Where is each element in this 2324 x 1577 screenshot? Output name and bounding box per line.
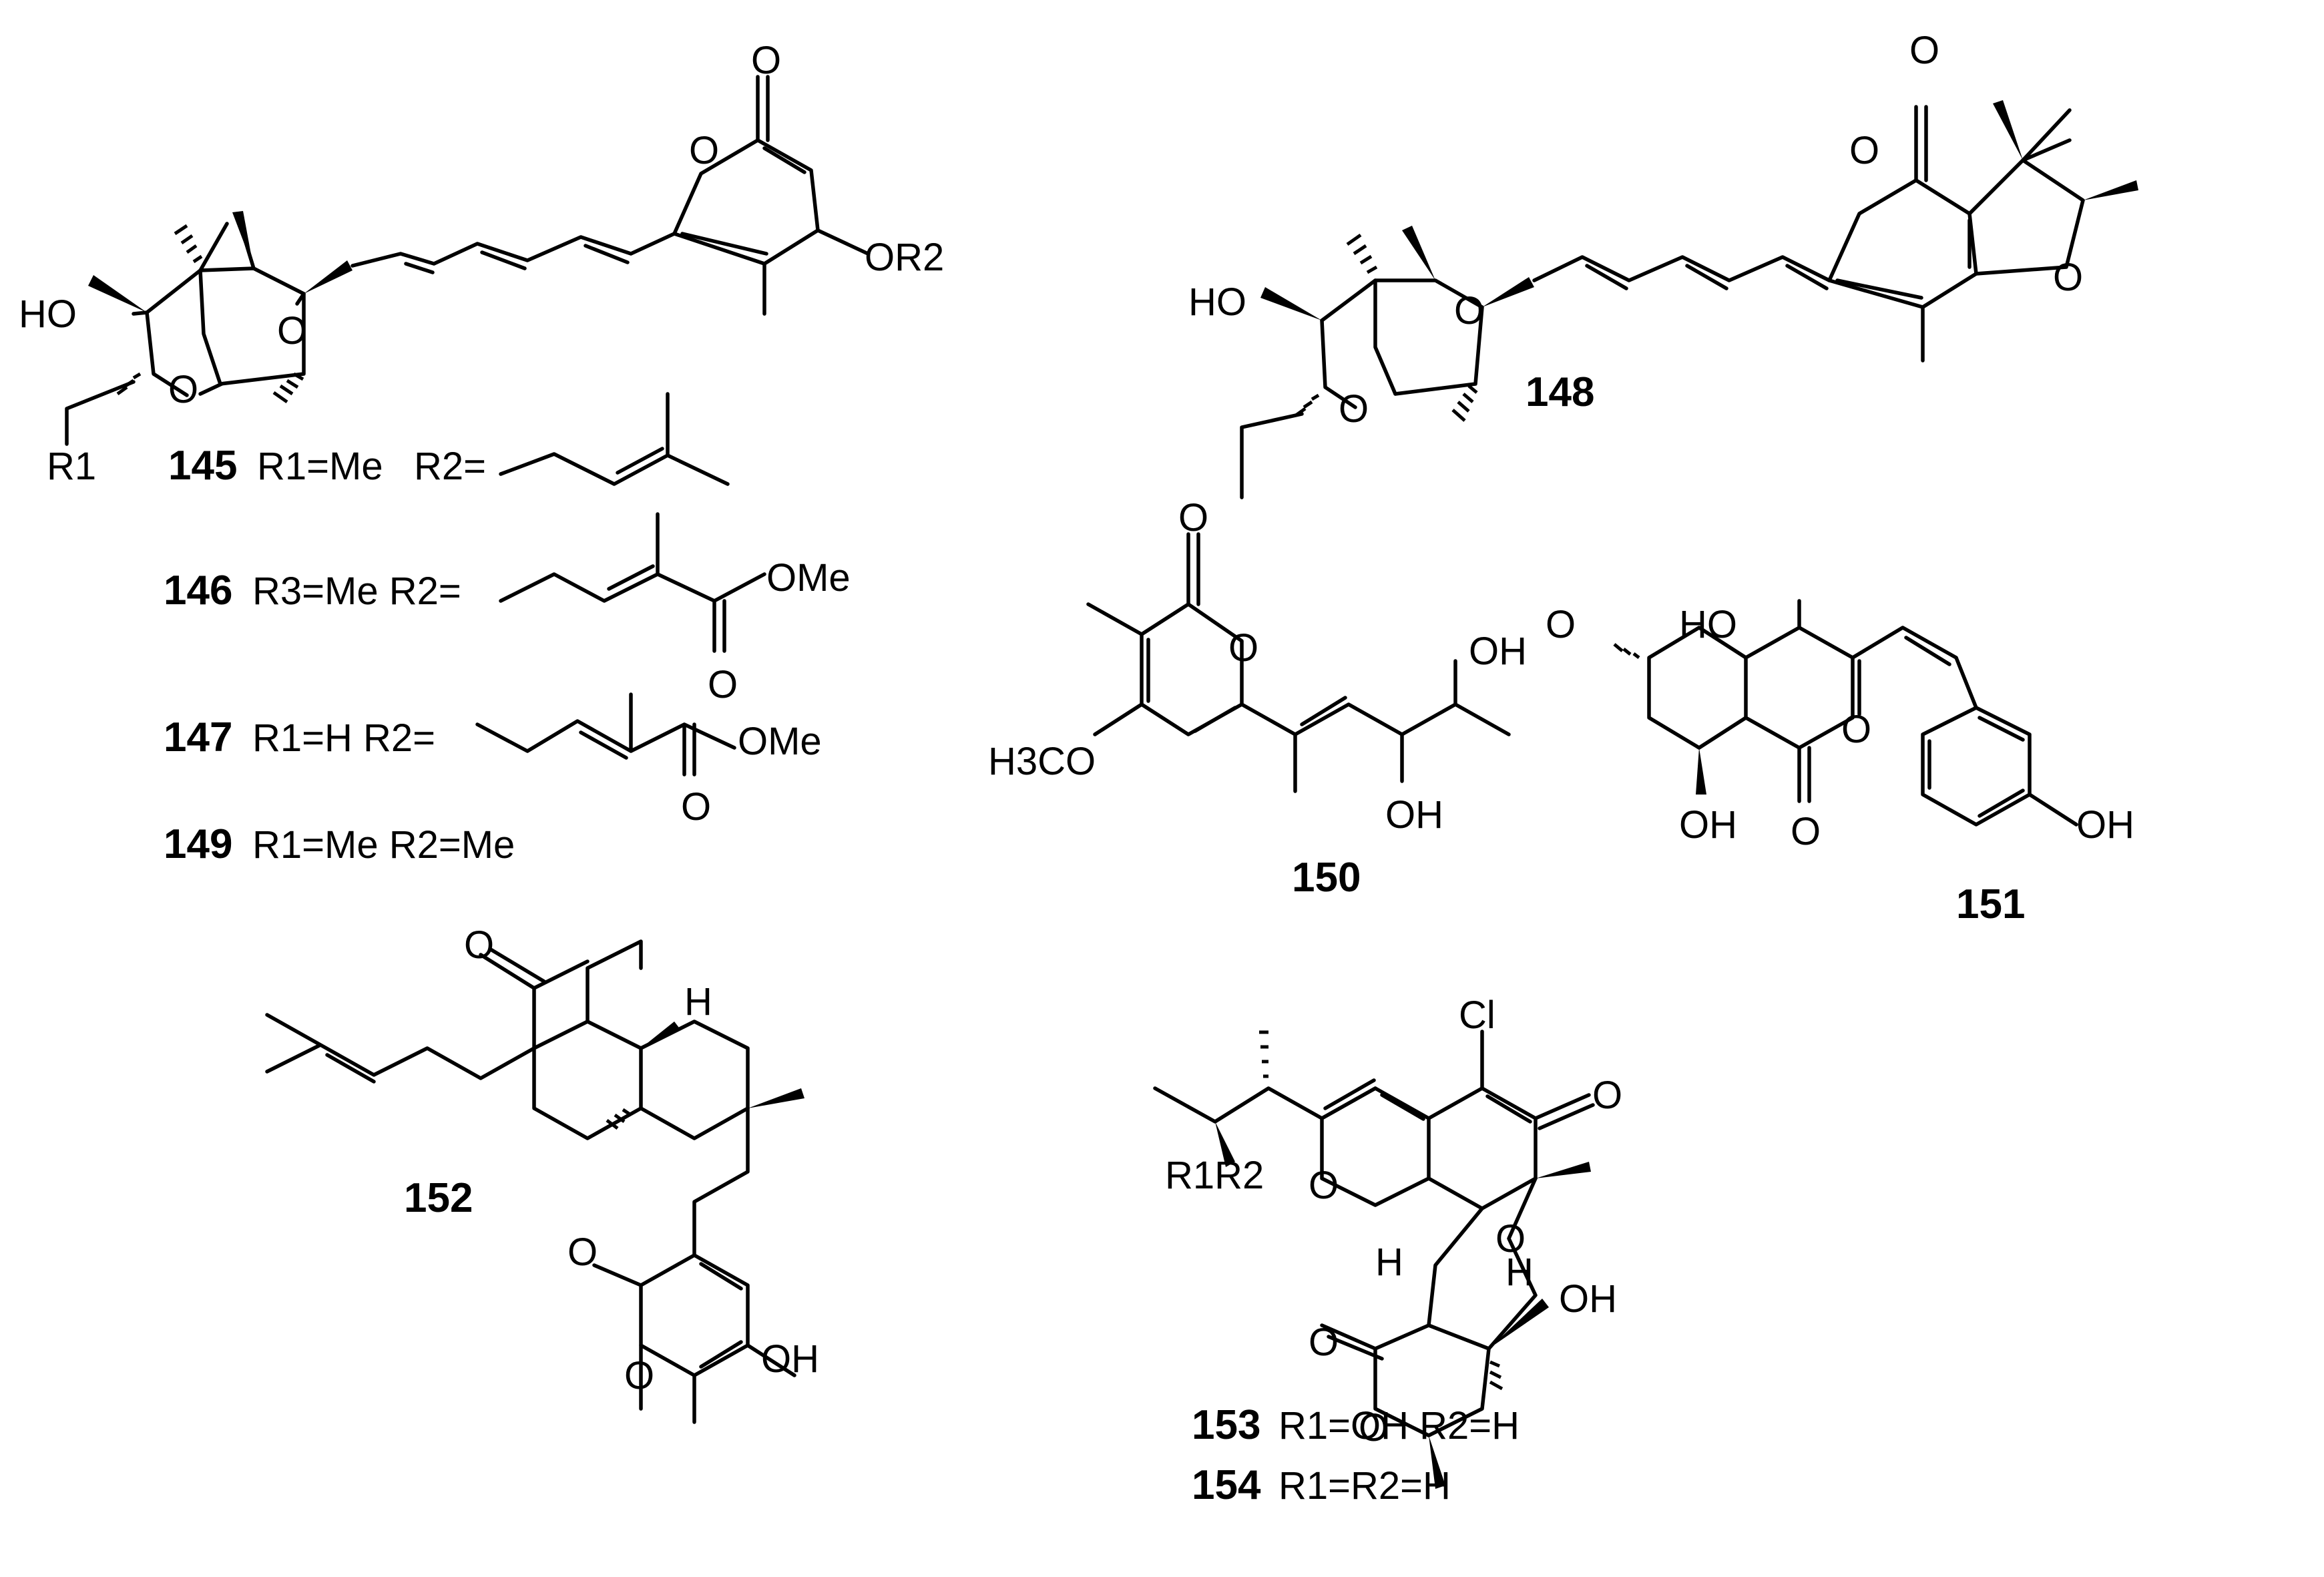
atom-o-carbonyl: O: [751, 39, 781, 82]
atom-o-carbonyl: O: [708, 663, 738, 706]
atom-o: O: [1495, 1217, 1526, 1261]
atom-oh: OH: [1385, 793, 1443, 837]
atom-methoxy: H3CO: [988, 740, 1096, 783]
structure-145: HO O O O O OR2 R1 145 R1=Me R2=: [19, 39, 944, 489]
atom-oh: OH: [1469, 630, 1527, 673]
substituent-label: R2=: [414, 445, 486, 488]
structure-148: HO O O O O O 148: [1188, 29, 2138, 499]
atom-o: O: [1454, 289, 1484, 332]
atom-o-ketone: O: [1592, 1074, 1622, 1117]
compound-number: 149: [164, 821, 232, 867]
atom-h: H: [1505, 1251, 1534, 1294]
structure-146: 146 R3=Me R2= OMe O: [164, 512, 851, 706]
atom-oh: OH: [1559, 1277, 1617, 1321]
atom-o: O: [168, 368, 198, 411]
structure-147: 147 R1=H R2= OMe O: [164, 692, 822, 829]
compound-number: 145: [168, 443, 237, 489]
structure-151: HO O O O OH OH 151: [1546, 599, 2134, 927]
atom-oh: OH: [1679, 803, 1737, 847]
atom-o-carbonyl: O: [1178, 496, 1208, 539]
atom-cl: Cl: [1459, 993, 1495, 1037]
atom-oh: OH: [761, 1337, 819, 1381]
atom-o: O: [1359, 1406, 1389, 1449]
structure-152: O H O O OH 152: [265, 923, 819, 1424]
atom-ome: OMe: [738, 720, 822, 763]
atom-r1: R1: [47, 445, 96, 488]
atom-o: O: [1849, 129, 1879, 172]
substituent-label: R1=OH R2=H: [1279, 1404, 1520, 1447]
atom-o-carbonyl: O: [567, 1230, 598, 1274]
atom-ho: HO: [1188, 280, 1246, 324]
atom-ho: HO: [1679, 603, 1737, 646]
structure-149: 149 R1=Me R2=Me: [164, 821, 515, 867]
substituent-label: R1=R2=H: [1279, 1464, 1451, 1508]
atom-o: O: [1339, 387, 1369, 431]
atom-ho: HO: [19, 292, 77, 336]
atom-ome: OMe: [766, 556, 851, 600]
atom-o-carbonyl: O: [1791, 810, 1821, 853]
atom-oh: OH: [2076, 803, 2134, 847]
substituent-label: R1=Me R2=Me: [252, 823, 515, 867]
atom-r1r2: R1R2: [1165, 1154, 1264, 1197]
compound-number: 147: [164, 714, 232, 760]
atom-h: H: [684, 980, 712, 1024]
atom-o: O: [624, 1354, 654, 1397]
atom-o: O: [1546, 603, 1576, 646]
compound-number: 152: [404, 1175, 473, 1221]
substituent-label: R3=Me R2=: [252, 570, 461, 613]
atom-o: O: [1228, 626, 1258, 670]
atom-o: O: [689, 129, 719, 172]
compound-number: 150: [1292, 855, 1361, 901]
atom-o: O: [2053, 256, 2083, 299]
atom-o: O: [1309, 1164, 1339, 1207]
atom-or2: OR2: [865, 236, 944, 279]
compound-number: 153: [1192, 1402, 1260, 1448]
atom-h: H: [1375, 1241, 1403, 1284]
structure-153-154: Cl O R1R2 O H O H OH O O 153 R1=OH R2=H …: [1153, 993, 1622, 1508]
atom-o: O: [1841, 708, 1871, 751]
atom-o-carbonyl: O: [1309, 1321, 1339, 1364]
atom-o-carbonyl: O: [681, 785, 711, 829]
substituent-label: R1=Me: [257, 445, 383, 488]
structure-150: O O H3CO OH OH 150: [988, 496, 1527, 901]
substituent-label: R1=H R2=: [252, 716, 435, 760]
compound-number: 154: [1192, 1462, 1261, 1508]
atom-o: O: [277, 309, 307, 353]
atom-o-carbonyl: O: [1909, 29, 1939, 72]
compound-number: 148: [1526, 369, 1594, 415]
compound-number: 151: [1956, 881, 2025, 927]
compound-number: 146: [164, 568, 232, 614]
atom-o-ketone: O: [464, 923, 494, 967]
